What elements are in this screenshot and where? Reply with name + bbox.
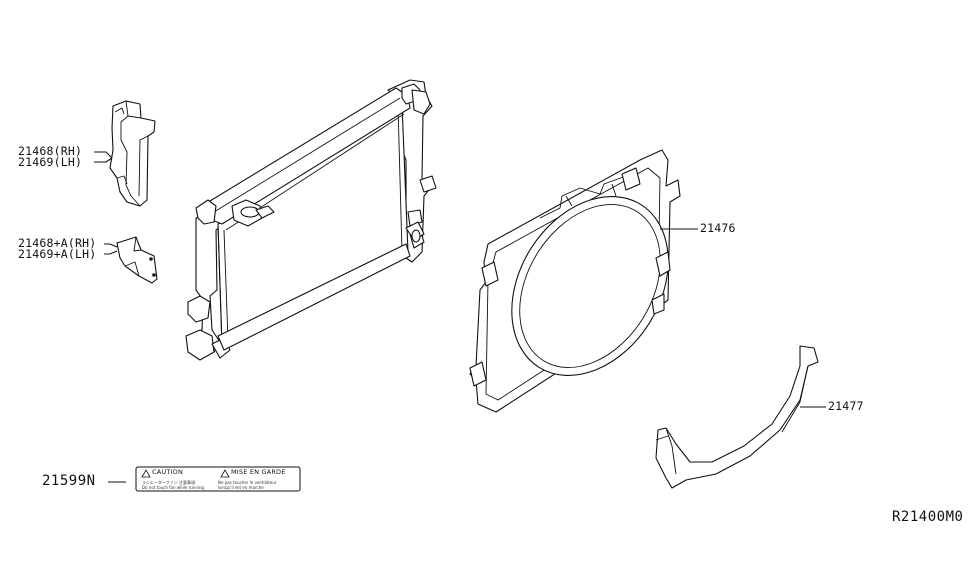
air-guide-upper [109,100,156,207]
mise-en-garde-heading: MISE EN GARDE [231,468,286,476]
callout-21469a-lh: 21469+A(LH) [18,247,97,261]
caution-heading: CAUTION [152,468,184,476]
caution-label-drawing: ラジエーターファン 注意事項 Do not touch fan while ru… [135,466,301,492]
callout-21468a-rh: 21468+A(RH) [18,236,97,250]
leader-lines [94,151,826,483]
callout-21599n: 21599N [42,473,96,489]
svg-text:Do not touch fan while running: Do not touch fan while running [142,485,205,490]
lower-shroud [655,345,819,489]
svg-text:Ne pas toucher le ventilateur: Ne pas toucher le ventilateur [218,480,277,485]
svg-text:lorsqu'il est en marche: lorsqu'il est en marche [218,485,264,490]
callout-21468-rh: 21468(RH) [18,144,83,158]
callout-21476: 21476 [700,221,736,235]
air-guide-lower [116,236,158,284]
diagram-code: R21400M0 [892,509,964,525]
radiator [185,79,437,361]
callout-21469-lh: 21469(LH) [18,155,83,169]
callout-21477: 21477 [828,399,864,413]
svg-text:ラジエーターファン 注意事項: ラジエーターファン 注意事項 [142,479,195,485]
fan-shroud [469,149,681,413]
